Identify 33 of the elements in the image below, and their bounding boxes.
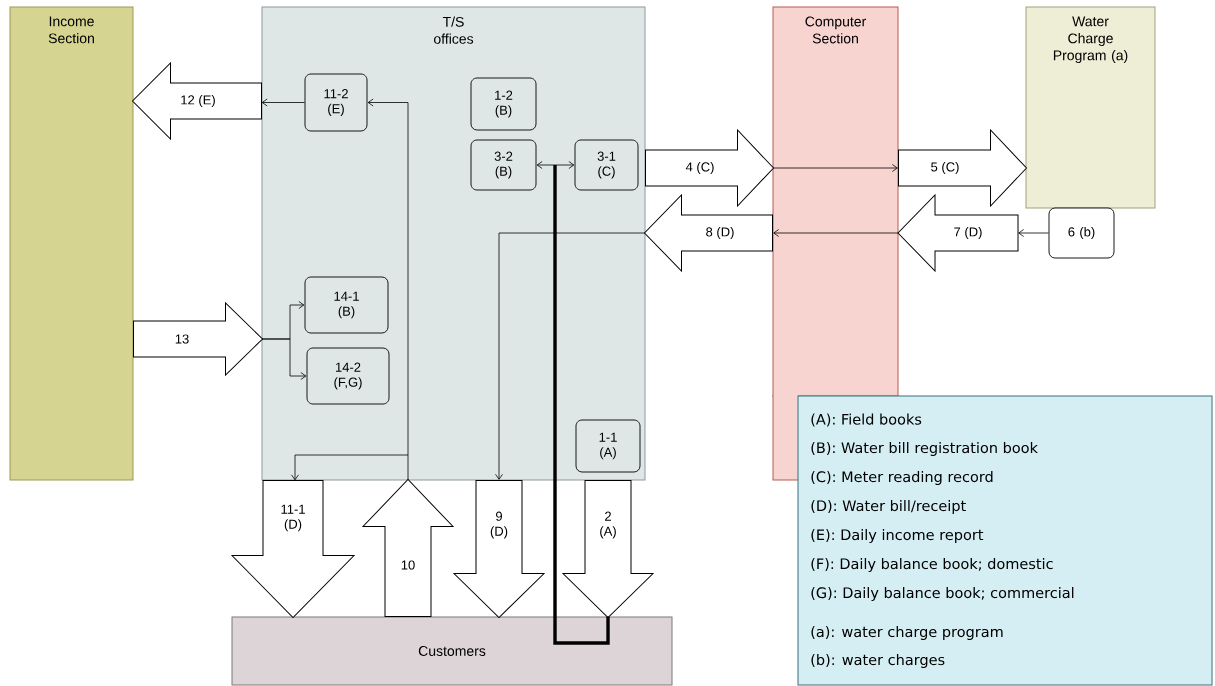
key-box: (A): Field books (B): Water bill registration book (C): Meter reading record (D): Water bill/receipt (E): Daily income report (F): Daily balance book; domestic (G): Daily balance book; commercial (a): water charge program (b): water charges	[797, 395, 1213, 686]
block-arrow	[897, 194, 1019, 272]
connector-line	[1018, 229, 1049, 237]
edge-label: 9 (D)	[486, 510, 512, 540]
block-arrow	[362, 479, 454, 617]
process-box: 6 (b)	[1048, 207, 1115, 259]
connector-line	[261, 338, 307, 380]
customers-box: Customers	[231, 616, 673, 686]
section-column: Income Section	[9, 6, 134, 481]
process-box: 3-2 (B)	[470, 139, 537, 191]
connector-line	[367, 98, 409, 481]
process-box: 14-1 (B)	[304, 276, 389, 334]
process-box: 14-2 (F,G)	[306, 347, 390, 405]
block-arrow	[133, 302, 263, 376]
process-box: 1-2 (B)	[470, 77, 537, 131]
connector-line	[553, 165, 610, 645]
connector-line	[291, 454, 409, 481]
edge-label: 10	[395, 559, 421, 571]
program-box: Water Charge Program (a)	[1025, 6, 1156, 209]
edge-label: 11-1 (D)	[275, 503, 311, 533]
connector-line	[536, 161, 575, 169]
process-box: 1-1 (A)	[575, 419, 641, 473]
block-arrow	[645, 129, 774, 207]
block-arrow	[453, 480, 545, 618]
connector-line	[261, 98, 305, 107]
process-box: 11-2 (E)	[304, 73, 368, 132]
block-arrow	[562, 480, 654, 618]
block-arrow	[898, 129, 1027, 207]
edge-label: 13	[173, 333, 191, 345]
process-box: 3-1 (C)	[574, 139, 639, 191]
block-arrow	[644, 194, 773, 272]
block-arrow	[132, 62, 262, 140]
edge-label: 2 (A)	[595, 510, 621, 540]
